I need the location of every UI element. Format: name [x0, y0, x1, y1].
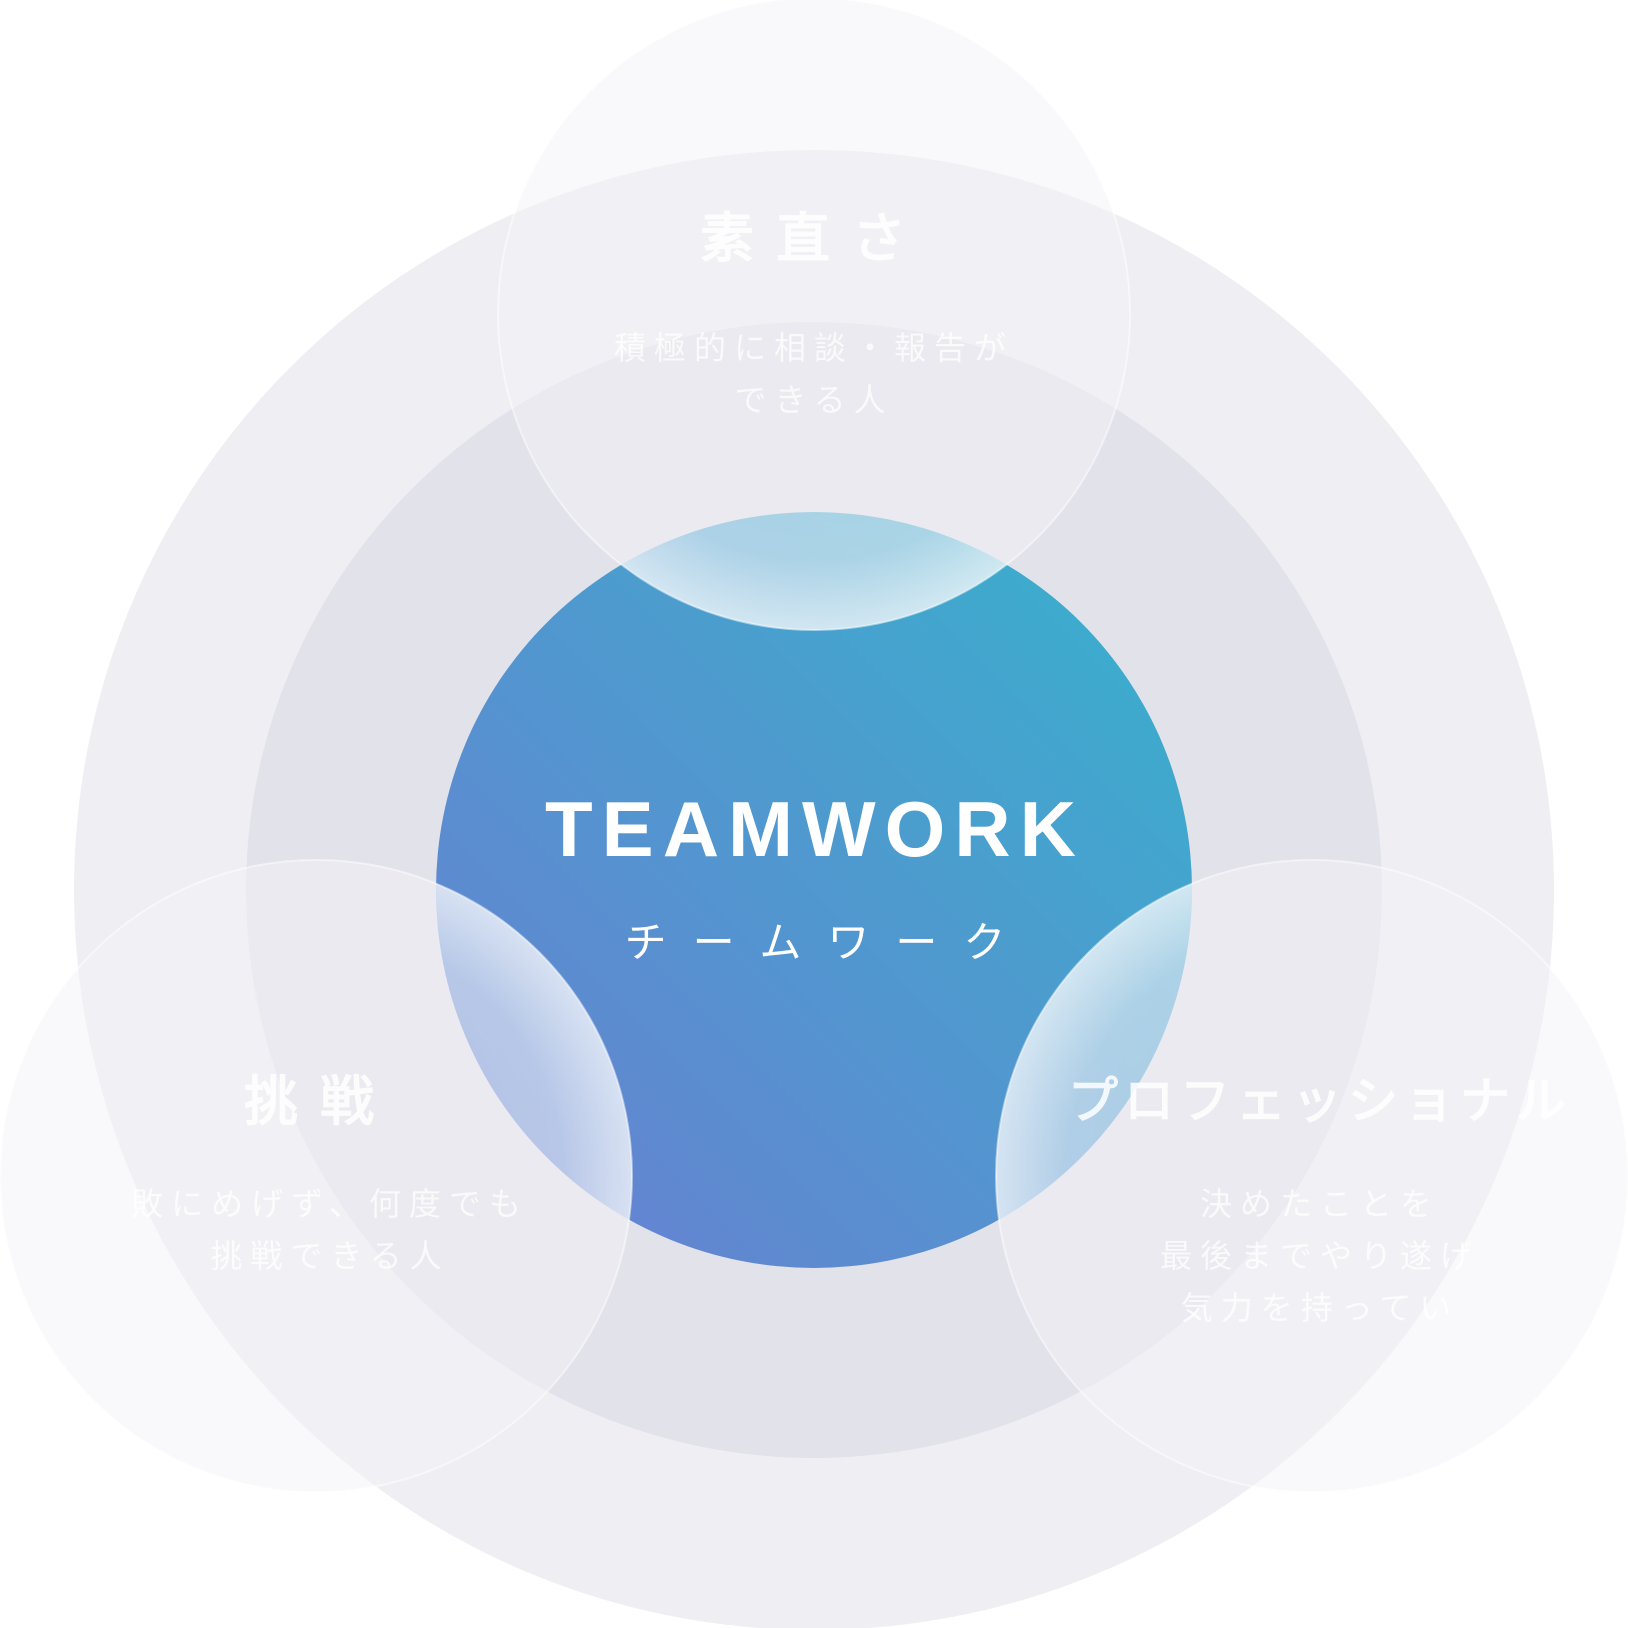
node-top-title: 素直さ	[700, 207, 928, 270]
node-right-title: プロフェッショナル	[1068, 1072, 1572, 1130]
bubble-top-fill	[498, 0, 1130, 630]
center-title: TEAMWORK	[545, 785, 1085, 873]
center-subtitle: チームワーク	[624, 918, 1032, 967]
bubble-right-overlap	[996, 860, 1192, 1268]
node-left-title: 挑戦	[244, 1070, 396, 1133]
bubble-right-edge	[995, 859, 1628, 1493]
node-left-description: 敗にめげず、何度でも 挑戦できる人	[131, 1185, 529, 1275]
node-top-description: 積極的に相談・報告が できる人	[613, 329, 1014, 419]
center-circle	[436, 512, 1192, 1268]
bubble-left-edge	[0, 859, 633, 1493]
node-right-description: 決めたことを 最後までやり遂げ 気力を持ってい	[1159, 1185, 1480, 1327]
bubble-left-overlap	[436, 860, 632, 1268]
bubble-top-edge	[497, 0, 1131, 631]
